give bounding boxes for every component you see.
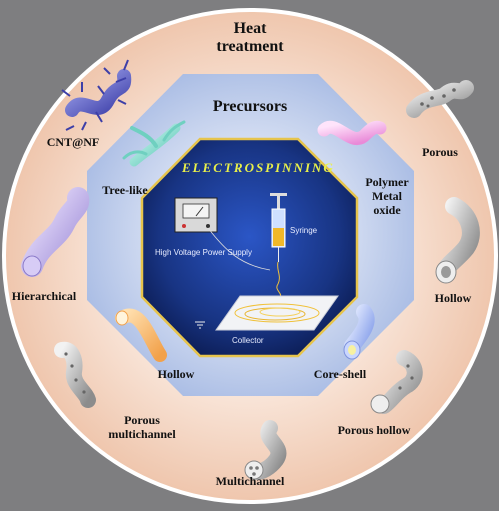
hollow-inner-fiber — [115, 308, 167, 362]
porous-hollow-label: Porous hollow — [337, 423, 411, 437]
syringe-label: Syringe — [290, 226, 318, 235]
collector-plate — [215, 295, 339, 331]
hierarchical-fiber — [21, 187, 90, 277]
cnt-nf-fiber — [61, 59, 132, 131]
heat-treatment-title: Heat treatment — [216, 20, 284, 56]
multichannel-label: Multichannel — [215, 474, 285, 488]
core-shell-fiber — [343, 304, 375, 360]
precursors-title: Precursors — [212, 98, 288, 115]
hollow-outer-fiber — [435, 197, 480, 284]
ground-icon — [195, 321, 205, 329]
porous-multichannel-fiber — [54, 341, 96, 408]
core-shell-label: Core-shell — [313, 367, 367, 381]
porous-outer-fiber — [406, 80, 474, 118]
collector-label: Collector — [232, 336, 264, 345]
hierarchical-label: Hierarchical — [11, 289, 77, 303]
tree-like-fiber — [122, 120, 186, 167]
porous-multichannel-label: Porous multichannel — [108, 413, 176, 441]
cnt-nf-label: CNT@NF — [46, 135, 100, 149]
power-supply-label: High Voltage Power Supply — [155, 248, 252, 257]
power-supply-icon — [174, 197, 271, 271]
syringe-icon — [270, 193, 287, 262]
multichannel-fiber — [244, 420, 287, 480]
porous-hollow-fiber — [370, 350, 423, 414]
electrospinning-title: ELECTROSPINNING — [182, 160, 335, 175]
polymer-metal-oxide-label: Polymer Metal oxide — [365, 175, 409, 217]
hollow-outer-label: Hollow — [434, 291, 472, 305]
polymer-fiber — [317, 120, 387, 145]
tree-like-label: Tree-like — [102, 183, 148, 197]
hollow-inner-label: Hollow — [157, 367, 195, 381]
porous-label: Porous — [422, 145, 458, 159]
